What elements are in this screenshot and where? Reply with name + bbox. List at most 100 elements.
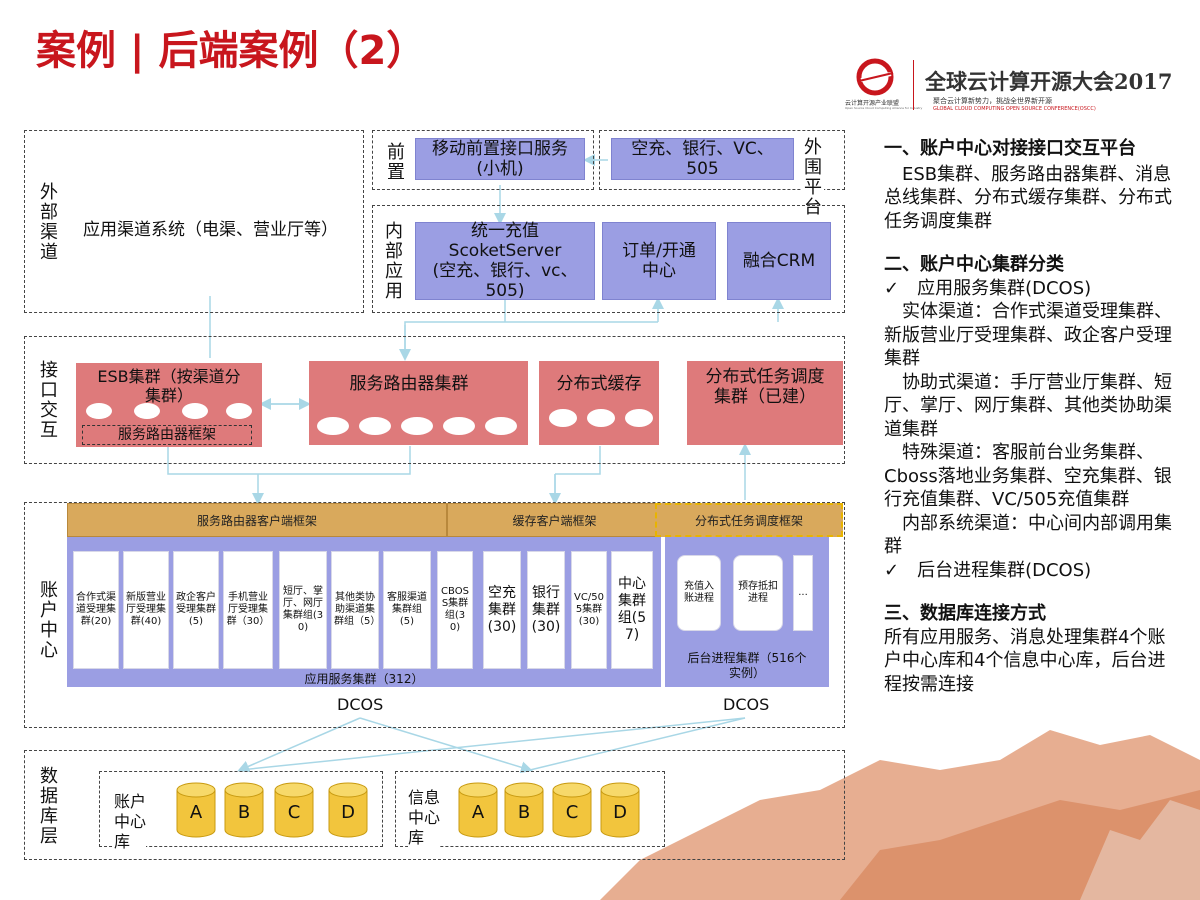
database-icon xyxy=(274,782,314,838)
cluster-cell: CBOSS集群组(30) xyxy=(437,551,473,669)
app-service-caption: 应用服务集群（312） xyxy=(304,672,424,686)
alliance-logo-icon xyxy=(856,58,894,96)
cache-client-framework: 缓存客户端框架 xyxy=(447,503,662,537)
esb-router-framework: 服务路由器框架 xyxy=(82,425,252,445)
db-label: C xyxy=(565,802,579,823)
section-text: 协助式渠道：手厅营业厅集群、短厅、掌厅、网厅集群、其他类协助渠道集群 xyxy=(884,371,1172,440)
alliance-caption: 云计算开源产业联盟 xyxy=(845,100,900,107)
section-heading: 二、账户中心集群分类 xyxy=(884,254,1064,275)
interface-label: 接口交互 xyxy=(40,360,58,441)
process-cell: 充值入账进程 xyxy=(677,555,721,631)
section-text: ESB集群、服务路由器集群、消息总线集群、分布式缓存集群、分布式任务调度集群 xyxy=(884,163,1172,232)
task-scheduler-cluster: 分布式任务调度 集群（已建） xyxy=(687,361,843,445)
background-process-cluster: 充值入账进程 预存抵扣进程 ... 后台进程集群（516个 实例） xyxy=(665,537,829,687)
database-cylinder: B xyxy=(504,782,544,842)
check-item: ✓ 后台进程集群(DCOS) xyxy=(884,559,1092,581)
db-label: D xyxy=(613,802,627,823)
esb-cluster: ESB集群（按渠道分 集群） 服务路由器框架 xyxy=(76,363,262,447)
account-db-name: 账户 中心 库 xyxy=(114,792,147,852)
cluster-cell: 政企客户受理集群(5) xyxy=(173,551,219,669)
info-db-name: 信息 中心 库 xyxy=(408,788,441,848)
account-center-label: 账户中心 xyxy=(40,580,58,661)
cluster-cell: 客服渠道集群组(5) xyxy=(383,551,431,669)
internal-app-label: 内部应用 xyxy=(385,221,403,302)
cluster-cell-large: 银行集群(30) xyxy=(527,551,565,669)
task-scheduler-framework: 分布式任务调度框架 xyxy=(655,503,843,537)
cluster-cell: 短厅、掌厅、网厅集群组(30) xyxy=(279,551,327,669)
db-label: C xyxy=(287,802,301,823)
section-heading: 一、账户中心对接接口交互平台 xyxy=(884,138,1136,159)
db-label: B xyxy=(237,802,251,823)
converged-crm: 融合CRM xyxy=(727,222,831,300)
cluster-cell: 合作式渠道受理集群(20) xyxy=(73,551,119,669)
database-icon xyxy=(176,782,216,838)
esb-cluster-title: ESB集群（按渠道分 集群） xyxy=(97,367,241,405)
unified-recharge-server: 统一充值 ScoketServer (空充、银行、vc、 505) xyxy=(415,221,595,301)
conference-slogan: 聚合云计算新势力，挑战全世界新开源 xyxy=(933,97,1052,105)
section-text: 内部系统渠道：中心间内部调用集群 xyxy=(884,512,1172,558)
mobile-front-service: 移动前置接口服务 (小机) xyxy=(415,138,585,180)
db-label: D xyxy=(341,802,355,823)
db-label: B xyxy=(517,802,531,823)
app-service-cluster: 合作式渠道受理集群(20) 新版营业厅受理集群(40) 政企客户受理集群(5) … xyxy=(67,537,661,687)
section-text: 新版营业厅受理集群、政企客户受理集群 xyxy=(884,324,1172,370)
database-layer-zone: 数据库层 账户 中心 库 信息 中心 库 xyxy=(24,750,845,860)
distributed-cache: 分布式缓存 xyxy=(539,361,659,445)
conference-logo: 云计算开源产业联盟 Open Source Cloud Computing Al… xyxy=(845,58,1190,114)
peripheral-platform: 空充、银行、VC、 505 xyxy=(611,138,794,180)
database-icon xyxy=(224,782,264,838)
service-router-cluster: 服务路由器集群 xyxy=(309,361,528,445)
section-text: 所有应用服务、消息处理集群4个账户中心库和4个信息中心库，后台进程按需连接 xyxy=(884,626,1166,695)
database-cylinder: C xyxy=(552,782,592,842)
account-center-zone: 账户中心 服务路由器客户端框架 缓存客户端框架 分布式任务调度框架 合作式渠道受… xyxy=(24,502,845,728)
right-description-panel: 一、账户中心对接接口交互平台 ESB集群、服务路由器集群、消息总线集群、分布式缓… xyxy=(884,137,1176,696)
background-process-caption: 后台进程集群（516个 实例） xyxy=(687,651,807,680)
order-provision-center: 订单/开通 中心 xyxy=(602,222,716,300)
internal-app-zone: 内部应用 统一充值 ScoketServer (空充、银行、vc、 505) 订… xyxy=(372,205,845,313)
database-cylinder: D xyxy=(328,782,368,842)
external-channel-systems: 应用渠道系统（电渠、营业厅等） xyxy=(83,220,338,240)
database-cylinder: A xyxy=(176,782,216,842)
cluster-cell: 手机营业厅受理集群（30） xyxy=(223,551,273,669)
cluster-cell: 其他类协助渠道集群组（5） xyxy=(331,551,380,669)
database-icon xyxy=(504,782,544,838)
database-cylinder: A xyxy=(458,782,498,842)
database-cylinder: D xyxy=(600,782,640,842)
cluster-cell-large: 中心集群组(57) xyxy=(611,551,653,669)
account-db-group: 账户 中心 库 xyxy=(99,771,383,852)
database-layer-label: 数据库层 xyxy=(40,766,58,847)
section-text: 特殊渠道：客服前台业务集群、 Cboss落地业务集群、空充集群、银行充值集群、V… xyxy=(884,442,1172,510)
database-cylinder: C xyxy=(274,782,314,842)
process-cell: 预存抵扣进程 xyxy=(733,555,783,631)
interface-zone: 接口交互 ESB集群（按渠道分 集群） 服务路由器框架 服务路由器集群 分布式缓… xyxy=(24,336,845,464)
router-client-framework: 服务路由器客户端框架 xyxy=(67,503,447,537)
external-channel-zone: 外部渠道 应用渠道系统（电渠、营业厅等） xyxy=(24,130,364,313)
peripheral-zone: 空充、银行、VC、 505 xyxy=(599,130,845,190)
external-channel-label: 外部渠道 xyxy=(40,182,58,263)
database-icon xyxy=(328,782,368,838)
conference-name: 全球云计算开源大会2017 xyxy=(925,69,1173,94)
service-router-title: 服务路由器集群 xyxy=(349,374,469,394)
alliance-caption-en: Open Source Cloud Computing Alliance for… xyxy=(845,106,923,110)
check-item: ✓ 应用服务集群(DCOS) xyxy=(884,277,1092,299)
info-db-group: 信息 中心 库 xyxy=(395,771,665,848)
dcos-left-label: DCOS xyxy=(337,695,384,714)
front-zone: 前置 移动前置接口服务 (小机) xyxy=(372,130,594,190)
db-label: A xyxy=(471,802,485,823)
conference-slogan-en: GLOBAL CLOUD COMPUTING OPEN SOURCE CONFE… xyxy=(933,106,1096,112)
cluster-cell: 新版营业厅受理集群(40) xyxy=(123,551,169,669)
section-text: 实体渠道：合作式渠道受理集群、 xyxy=(884,301,1172,322)
cluster-cell-large: 空充集群(30) xyxy=(483,551,521,669)
logo-divider xyxy=(913,60,914,110)
cluster-cell-large: VC/505集群(30) xyxy=(571,551,607,669)
process-cell: ... xyxy=(793,555,813,631)
database-cylinder: B xyxy=(224,782,264,842)
peripheral-label: 外围平台 xyxy=(802,137,824,218)
db-label: A xyxy=(189,802,203,823)
page-title: 案例 | 后端案例（2） xyxy=(36,28,427,74)
distributed-cache-title: 分布式缓存 xyxy=(556,374,642,394)
section-heading: 三、数据库连接方式 xyxy=(884,603,1046,624)
database-icon xyxy=(552,782,592,838)
